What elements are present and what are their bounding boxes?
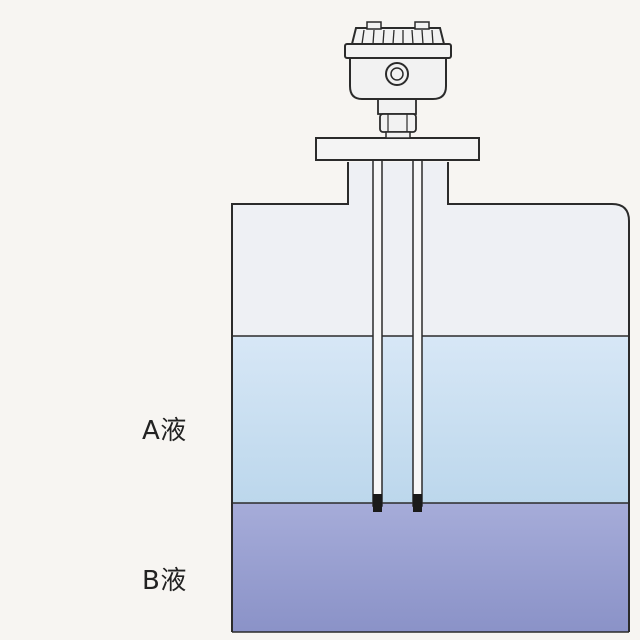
electrode-tip-right bbox=[413, 494, 422, 512]
liquid-a-layer bbox=[232, 336, 629, 503]
sensor-fitting bbox=[377, 97, 417, 139]
mounting-flange bbox=[315, 137, 480, 161]
sensor-head bbox=[344, 21, 452, 100]
electrode-tip-left bbox=[373, 494, 382, 512]
liquid-b-layer bbox=[232, 503, 629, 632]
electrode-rod-left bbox=[372, 159, 383, 507]
liquid-b-label: B液 bbox=[142, 566, 187, 596]
tank-outline bbox=[231, 162, 630, 632]
cable-port-inner bbox=[390, 67, 404, 81]
cover-screw-right bbox=[414, 21, 430, 30]
electrode-rod-right bbox=[412, 159, 423, 507]
liquid-a-label: A液 bbox=[142, 416, 187, 446]
cover-screw-left bbox=[366, 21, 382, 30]
sensor-cover-rim bbox=[344, 43, 452, 59]
sensor-cover bbox=[350, 27, 446, 45]
cover-ribs bbox=[361, 29, 434, 45]
